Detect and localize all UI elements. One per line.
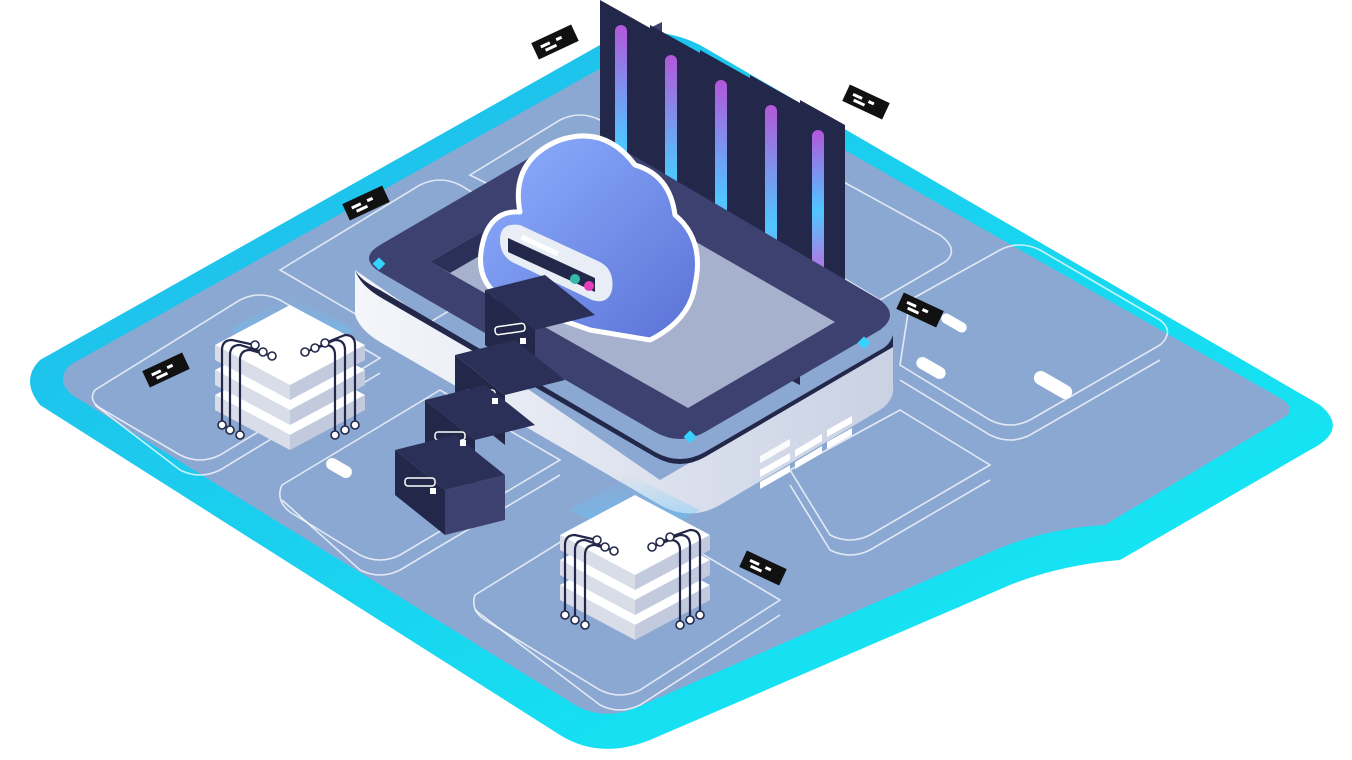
chip-tag-icon xyxy=(739,550,787,586)
database-stack-icon xyxy=(215,295,365,450)
database-stack-icon-2 xyxy=(560,475,710,640)
chip-tag-icons xyxy=(142,24,944,586)
platform-slots xyxy=(326,313,1073,478)
chip-tag-icon xyxy=(896,292,944,328)
chip-tag-icon xyxy=(142,352,190,388)
platform-tiles xyxy=(91,114,1169,711)
stairs-icon xyxy=(395,275,595,535)
chip-tag-icon xyxy=(342,185,390,221)
chip-tag-icon xyxy=(531,24,579,60)
chip-tag-icon xyxy=(842,84,890,120)
